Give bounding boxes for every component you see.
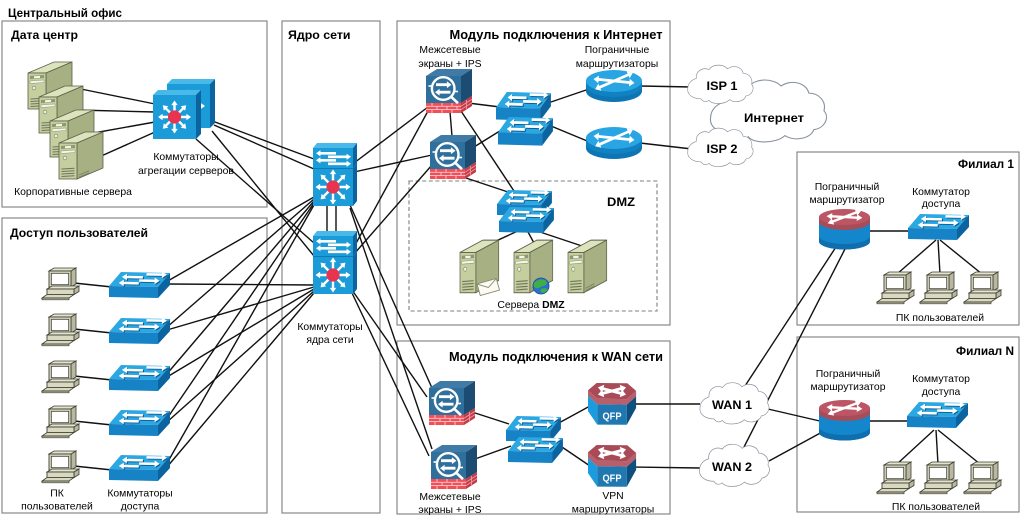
svg-text:доступа: доступа: [922, 199, 961, 210]
svg-text:маршрутизаторы: маршрутизаторы: [576, 59, 658, 70]
svg-text:Коммутаторы: Коммутаторы: [107, 489, 172, 500]
svg-text:Дата центр: Дата центр: [11, 28, 78, 42]
svg-text:Модуль подключения к Интернет: Модуль подключения к Интернет: [450, 27, 663, 42]
svg-text:доступа: доступа: [922, 387, 961, 398]
svg-text:Пограничный: Пограничный: [816, 369, 881, 380]
svg-text:Коммутаторы: Коммутаторы: [153, 152, 218, 163]
svg-text:Интернет: Интернет: [744, 111, 804, 125]
svg-text:Коммутаторы: Коммутаторы: [297, 322, 362, 333]
svg-text:экраны + IPS: экраны + IPS: [418, 505, 481, 516]
svg-text:Доступ пользователей: Доступ пользователей: [10, 226, 148, 240]
svg-text:Филиал N: Филиал N: [956, 344, 1014, 358]
svg-text:Коммутатор: Коммутатор: [912, 374, 970, 385]
svg-text:Межсетевые: Межсетевые: [419, 45, 480, 56]
svg-text:экраны + IPS: экраны + IPS: [418, 59, 481, 70]
svg-text:ISP 1: ISP 1: [707, 79, 738, 93]
svg-text:маршрутизатор: маршрутизатор: [810, 195, 885, 206]
svg-text:агрегации серверов: агрегации серверов: [138, 166, 234, 177]
svg-text:Коммутатор: Коммутатор: [912, 187, 970, 198]
svg-text:ПК: ПК: [50, 489, 64, 500]
svg-text:пользователей: пользователей: [21, 502, 93, 513]
svg-text:Сервера DMZ: Сервера DMZ: [497, 300, 565, 311]
svg-text:маршрутизаторы: маршрутизаторы: [572, 505, 654, 516]
svg-text:Центральный офис: Центральный офис: [8, 6, 122, 20]
svg-text:ПК пользователей: ПК пользователей: [896, 313, 984, 324]
svg-text:ISP 2: ISP 2: [707, 142, 738, 156]
svg-text:маршрутизатор: маршрутизатор: [811, 382, 886, 393]
svg-text:ПК пользователей: ПК пользователей: [892, 502, 980, 513]
svg-text:Филиал 1: Филиал 1: [958, 157, 1014, 171]
svg-text:VPN: VPN: [602, 491, 623, 502]
svg-text:Пограничный: Пограничный: [815, 182, 880, 193]
svg-text:Пограничные: Пограничные: [585, 45, 650, 56]
svg-text:Межсетевые: Межсетевые: [419, 492, 480, 503]
svg-text:WAN 2: WAN 2: [712, 460, 752, 474]
svg-text:DMZ: DMZ: [607, 195, 635, 209]
svg-text:ядра сети: ядра сети: [306, 335, 354, 346]
svg-text:Модуль подключения к WAN сети: Модуль подключения к WAN сети: [449, 349, 663, 364]
svg-text:Ядро сети: Ядро сети: [288, 28, 351, 42]
svg-text:WAN 1: WAN 1: [712, 398, 752, 412]
svg-text:Корпоративные сервера: Корпоративные сервера: [14, 187, 132, 198]
svg-text:доступа: доступа: [121, 502, 160, 513]
